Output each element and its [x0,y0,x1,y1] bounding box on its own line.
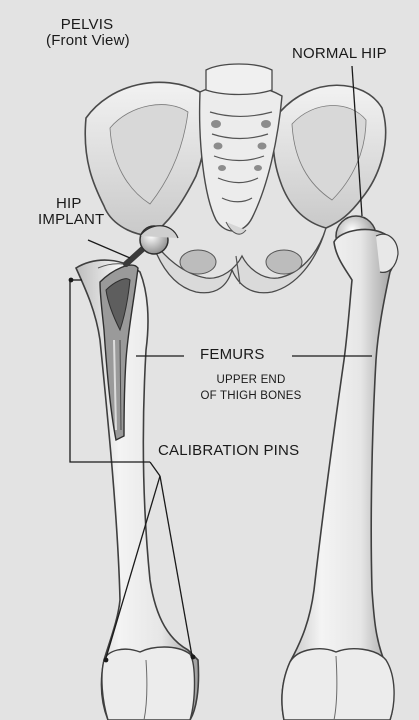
calibration-pin-top [69,278,74,283]
normal-hip-label: NORMAL HIP [292,46,387,62]
femurs-sub-line2: OF THIGH BONES [186,390,316,402]
calibration-pin-right [191,655,196,660]
calibration-pins-label: CALIBRATION PINS [158,443,299,459]
femurs-sub-line1: UPPER END [186,374,316,386]
pelvis-label: PELVIS (Front View) [46,17,128,49]
hip-implant-line1: HIP [38,196,104,212]
femurs-sub-label: UPPER END OF THIGH BONES [186,374,316,402]
hip-implant-line2: IMPLANT [38,212,104,228]
calibration-pin-left [104,658,109,663]
pelvis-title: PELVIS [46,17,128,33]
femurs-label: FEMURS [200,347,265,363]
hip-implant-label: HIP IMPLANT [38,196,104,228]
pelvis-view: (Front View) [46,33,128,49]
